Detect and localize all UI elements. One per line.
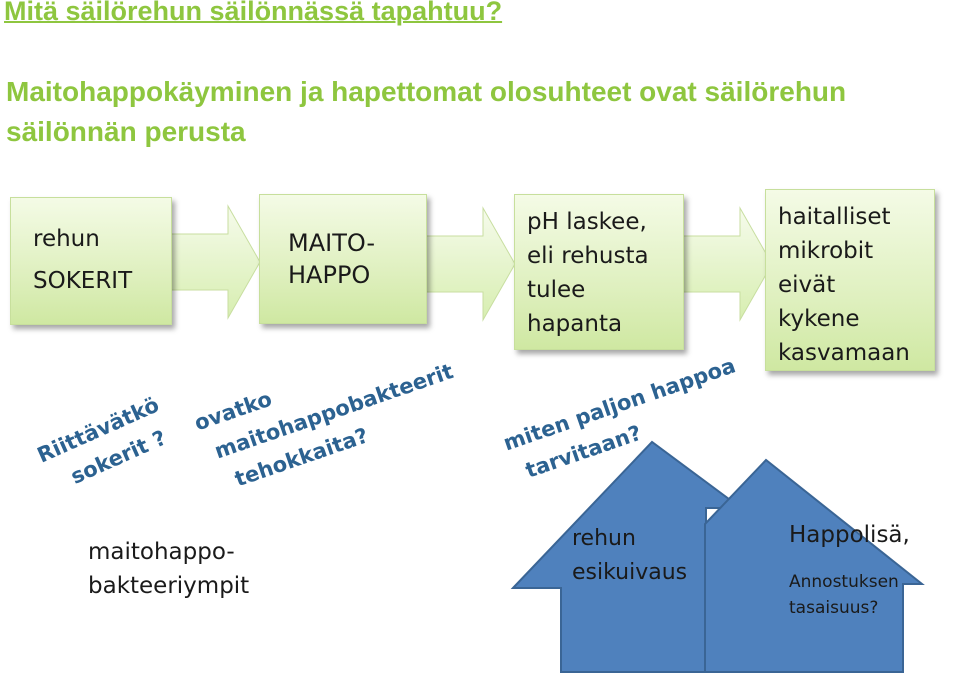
page-subtitle: Maitohappokäyminen ja hapettomat olosuht…: [6, 76, 847, 147]
flow-box-ph-drops: pH laskee, eli rehusta tulee hapanta: [514, 194, 684, 350]
label-line: tasaisuus?: [789, 598, 879, 618]
label-line: Annostuksen: [789, 572, 899, 592]
flow-box-line: eivät: [778, 272, 836, 298]
flow-arrow-3: [680, 206, 773, 322]
label-line: bakteeriympit: [88, 573, 250, 599]
label-line: maitohappo-: [88, 539, 235, 565]
page-title: Mitä säilörehun säilönnässä tapahtuu?: [4, 0, 503, 26]
flow-box-line: tulee: [527, 277, 586, 303]
flow-box-line: mikrobit: [778, 238, 874, 264]
prewilting-label: rehun esikuivaus: [572, 522, 687, 590]
flow-box-line: kykene: [778, 306, 860, 332]
flow-box-line: rehun: [33, 226, 100, 252]
flow-box-line: hapanta: [527, 311, 623, 337]
label-line: rehun: [572, 526, 636, 551]
flow-box-line: haitalliset: [778, 204, 891, 230]
flow-box-line: eli rehusta: [527, 243, 649, 269]
flow-box-line: pH laskee,: [527, 209, 647, 235]
flow-box-line: MAITO-: [288, 229, 376, 257]
acid-dosage-note: Annostuksen tasaisuus?: [789, 569, 899, 621]
flow-box-microbes: haitalliset mikrobit eivät kykene kasvam…: [765, 189, 935, 371]
blue-arrow-acid: [704, 458, 925, 673]
bacteria-inoculants-label: maitohappo- bakteeriympit: [88, 535, 249, 603]
flow-box-line: SOKERIT: [33, 268, 133, 294]
flow-box-line: kasvamaan: [778, 340, 910, 366]
label-line: esikuivaus: [572, 560, 688, 585]
flow-arrow-1: [168, 204, 261, 320]
acid-addition-label: Happolisä,: [789, 522, 910, 548]
flow-box-line: HAPPO: [288, 261, 371, 289]
flow-box-lactic-acid: MAITO- HAPPO: [259, 194, 427, 324]
flow-arrow-2: [423, 206, 516, 322]
flow-box-sugars: rehun SOKERIT: [10, 197, 172, 325]
